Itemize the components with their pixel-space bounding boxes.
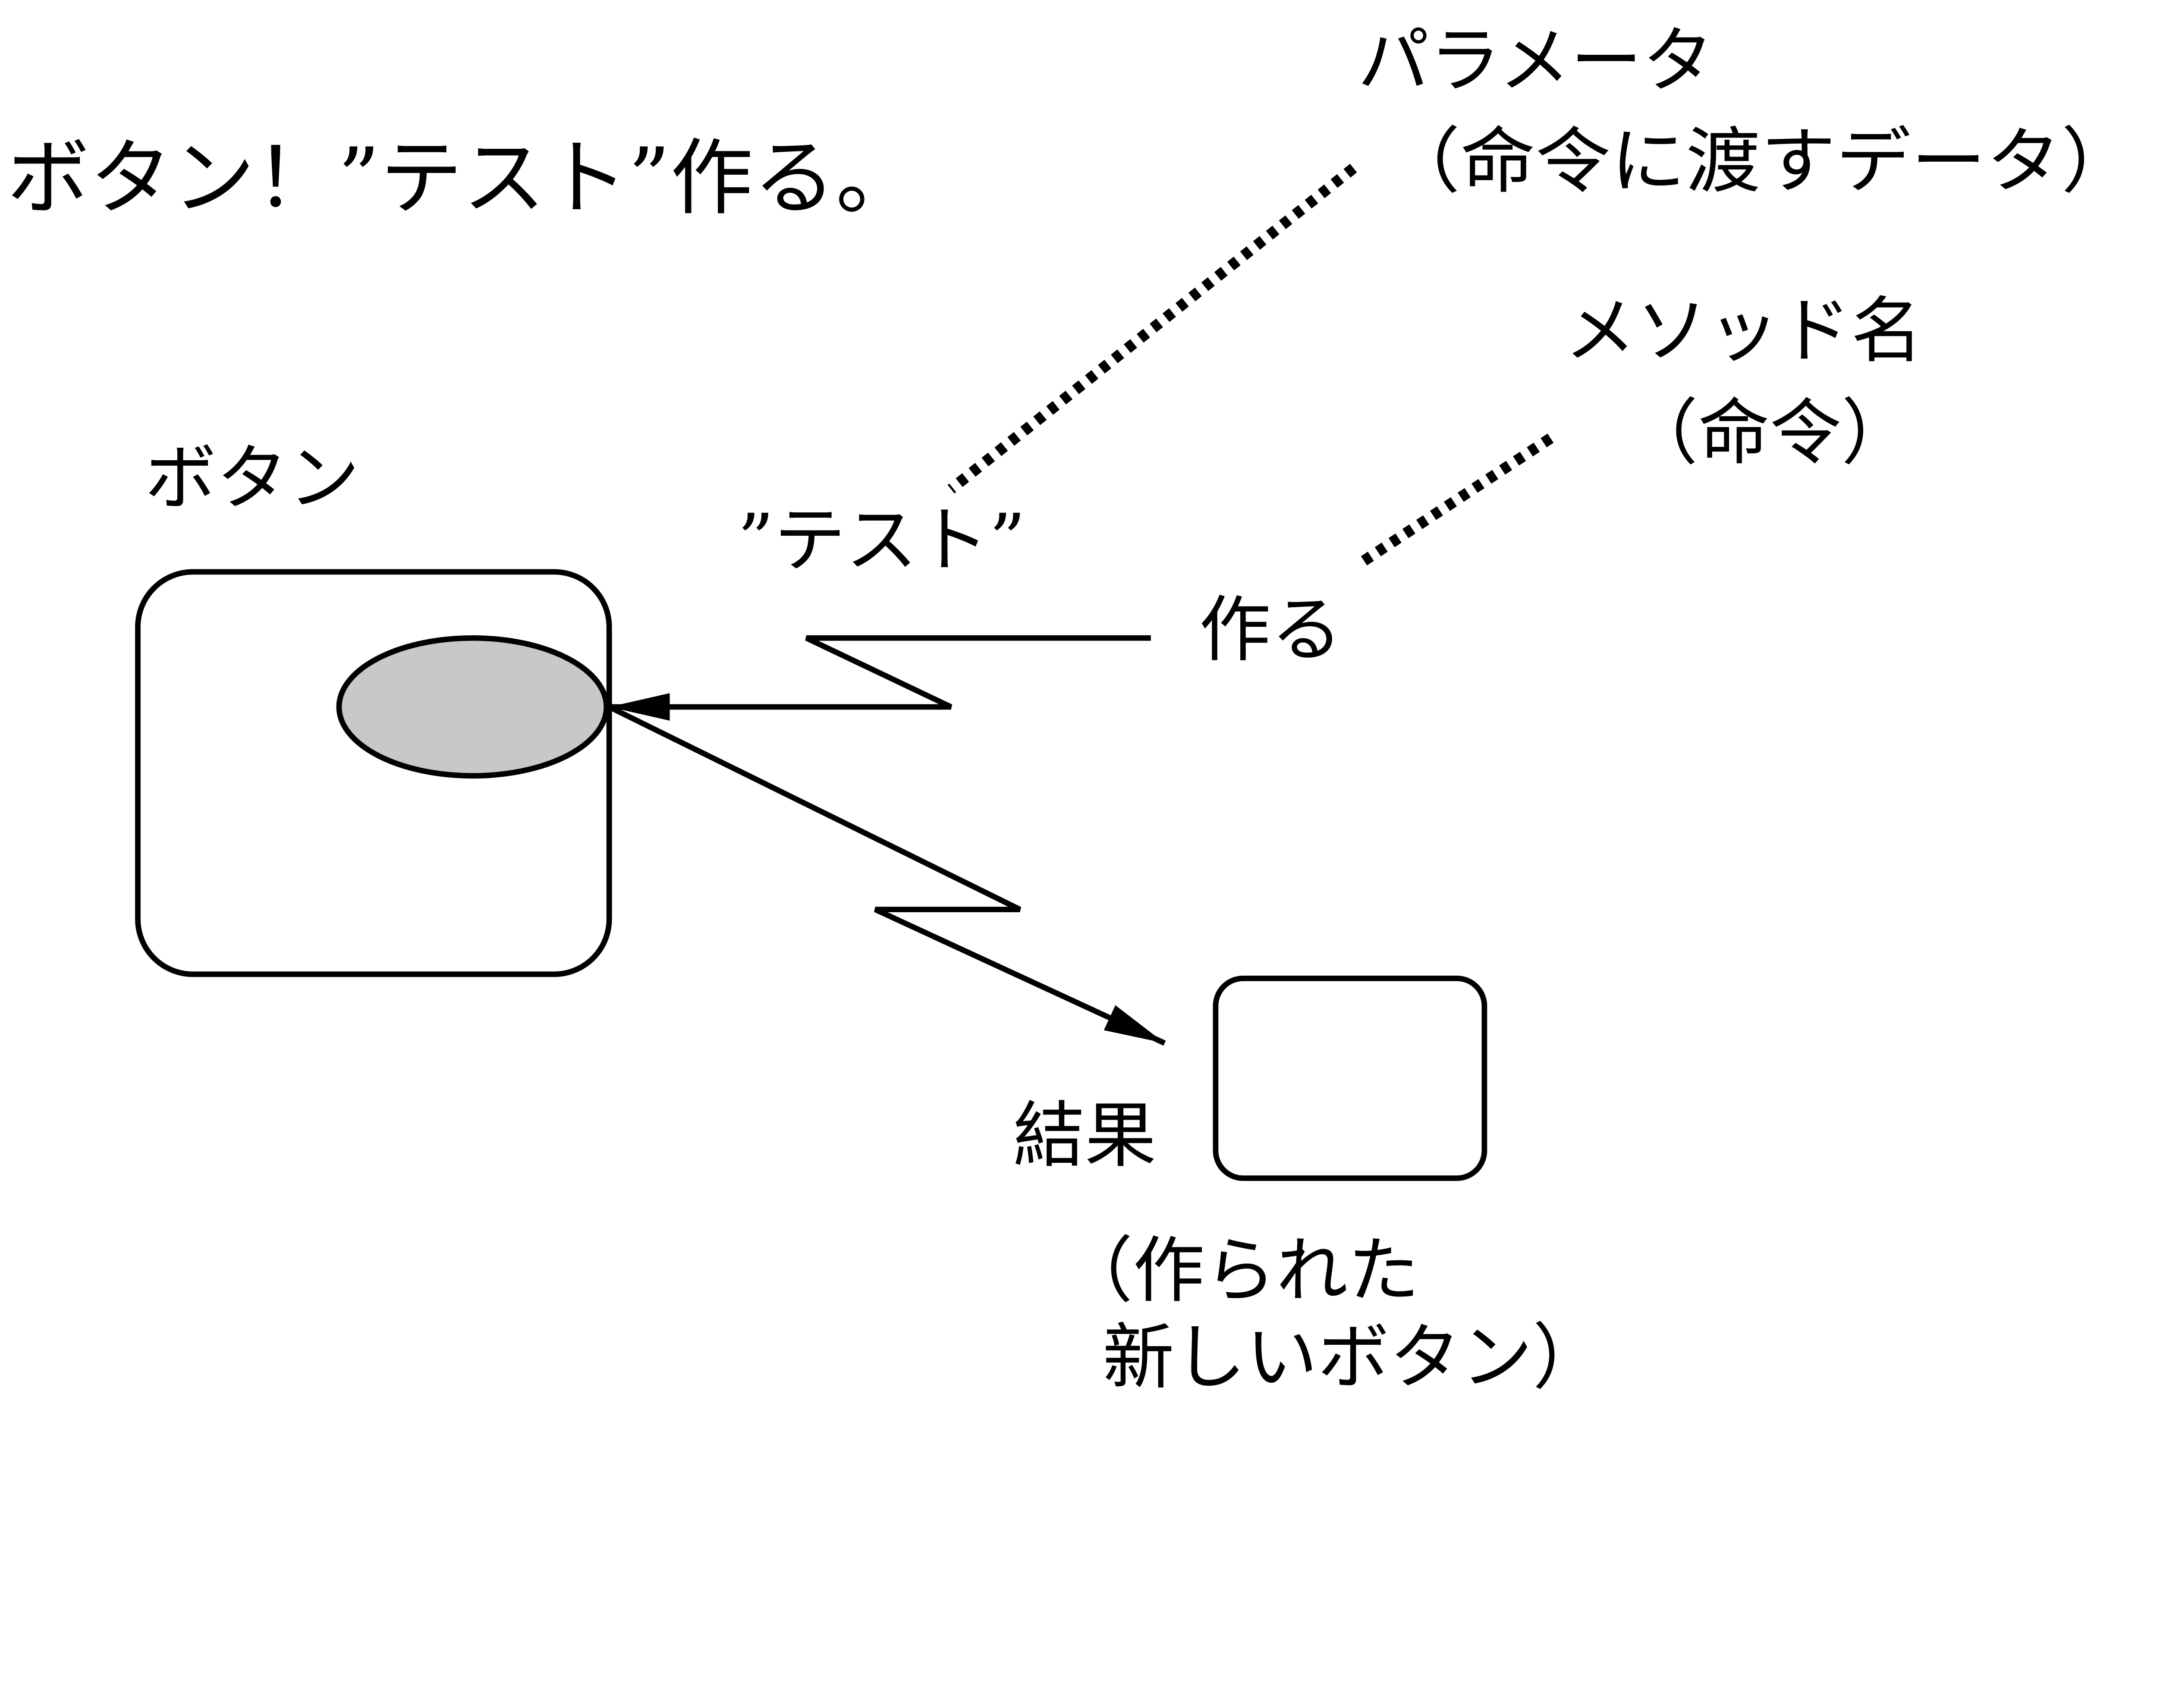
method-ellipse: [336, 635, 610, 779]
result-description-line1: （作られた: [1061, 1229, 1420, 1312]
method-title: メソッド名: [1564, 289, 1923, 373]
receiver-object-box: [135, 569, 612, 977]
result-label: 結果: [1013, 1094, 1156, 1177]
result-arrow: [608, 704, 1166, 1046]
method-pointer-line: [1354, 433, 1554, 570]
receiver-label: ボタン: [145, 437, 359, 520]
message-arrow: [609, 635, 1151, 721]
argument-text: ”テスト”: [737, 499, 1025, 582]
parameter-description: （命令に渡すデータ）: [1385, 120, 2136, 203]
statement-text: ボタン！”テスト”作る。: [7, 130, 918, 226]
parameter-pointer-line: [947, 163, 1357, 494]
method-description: （命令）: [1626, 392, 1913, 475]
parameter-title: パラメータ: [1358, 19, 1714, 103]
result-description-line2: 新しいボタン）: [1103, 1316, 1604, 1398]
message-diagram: ボタン！”テスト”作る。 パラメータ （命令に渡すデータ） メソッド名 （命令）…: [7, 19, 2136, 1399]
result-object-box: [1213, 975, 1487, 1181]
method-call-text: 作る: [1199, 589, 1343, 672]
diagram-frame: ボタン！”テスト”作る。 パラメータ （命令に渡すデータ） メソッド名 （命令）…: [7, 19, 2136, 1399]
